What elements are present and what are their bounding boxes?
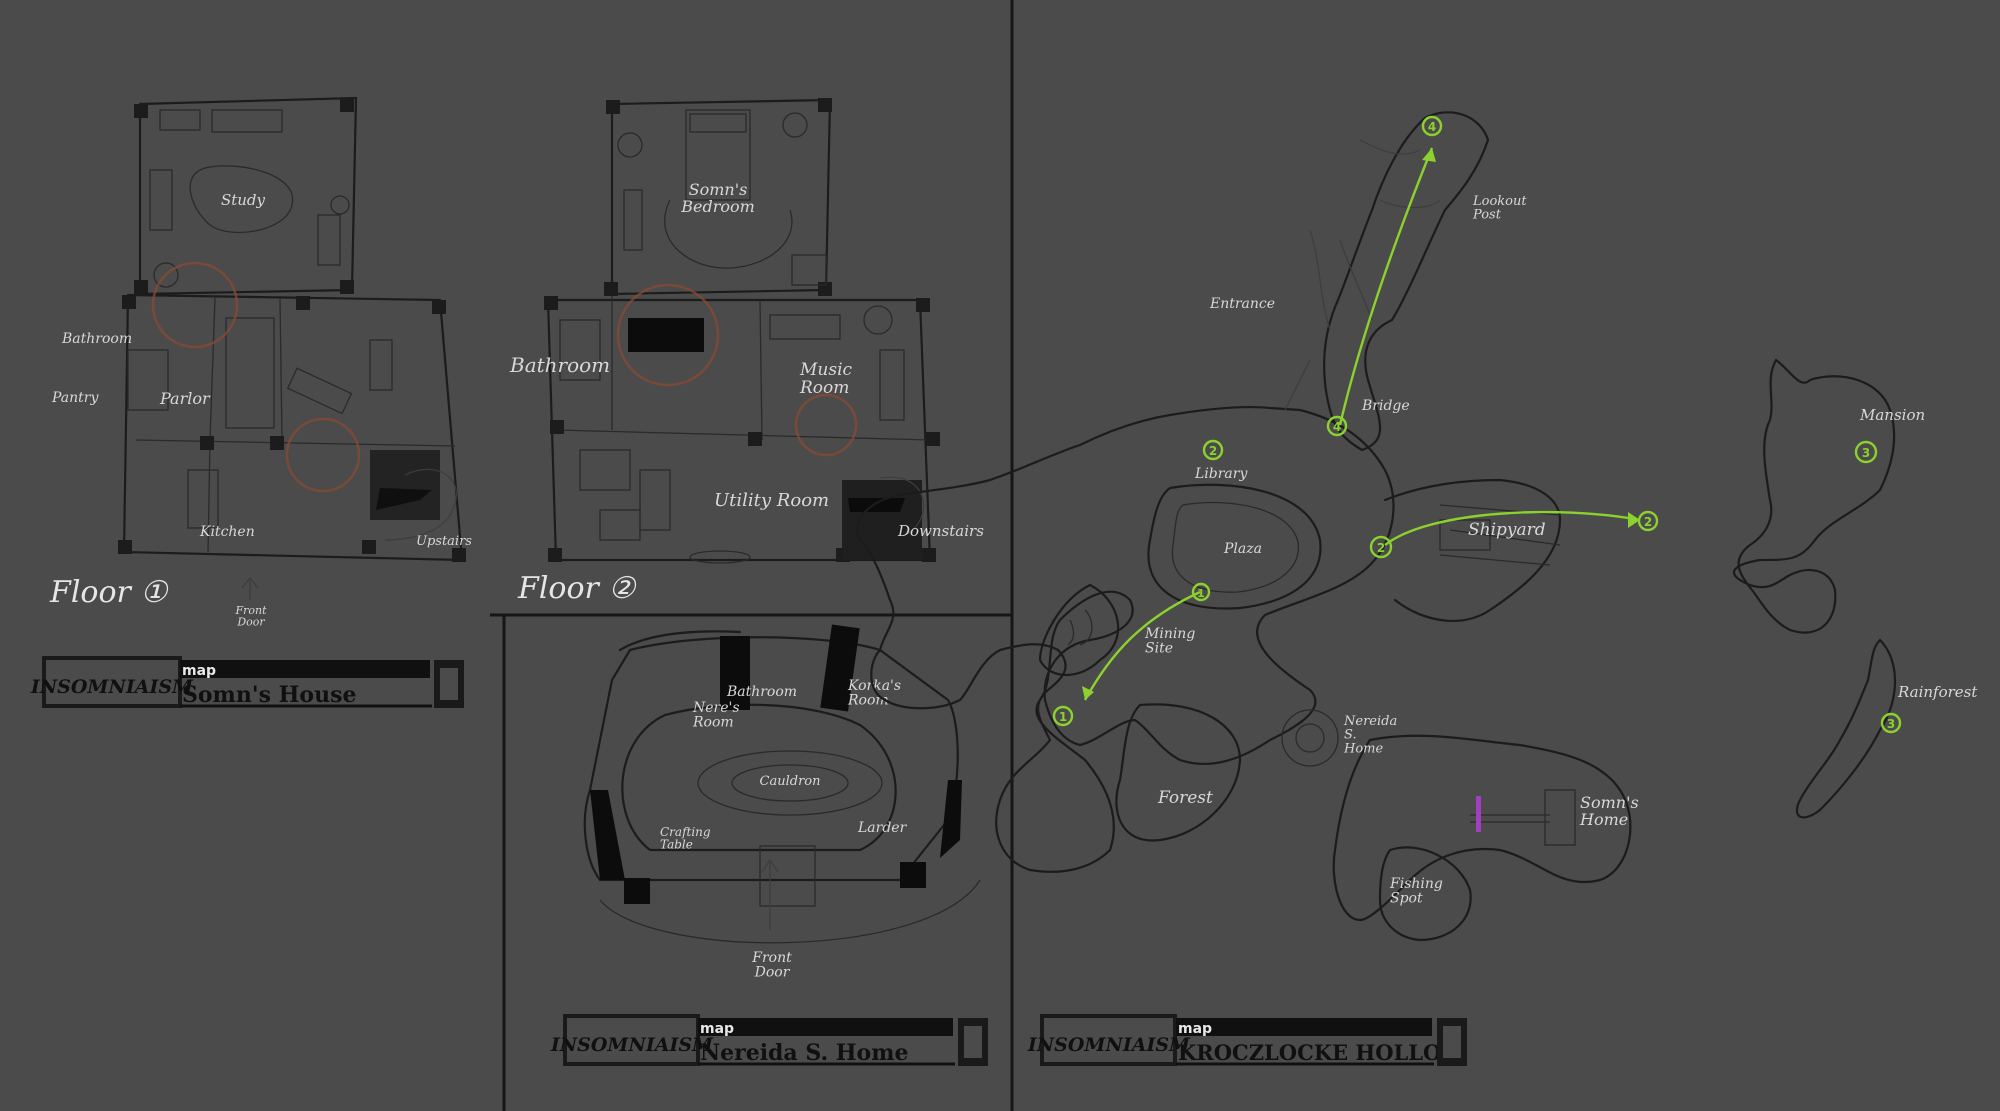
room-label-utility: Utility Room [714,490,829,511]
hollow-banner: INSOMNIAISM map KROCZLOCKE HOLLOW [1027,1014,1467,1066]
panel-dividers [490,0,1014,1111]
place-bridge: Bridge [1361,398,1410,414]
place-forest: Forest [1157,788,1213,808]
marker-2-library: 2 [1209,444,1217,458]
room-label-bathroom-2: Bathroom [509,353,610,377]
place-plaza: Plaza [1223,541,1262,557]
room-label-pantry: Pantry [51,390,99,406]
nereida-banner-logo: INSOMNIAISM [550,1034,714,1056]
marker-1-start: 1 [1197,587,1205,600]
house-banner: INSOMNIAISM map Somn's House [30,656,464,708]
nereida-banner-small: map [700,1021,734,1037]
marker-4-top: 4 [1428,120,1436,134]
place-library: Library [1194,466,1248,482]
place-shipyard: Shipyard [1468,520,1546,540]
room-label-parlor: Parlor [159,389,211,408]
hollow-banner-logo: INSOMNIAISM [1027,1034,1191,1056]
room-label-study: Study [221,191,266,209]
floor2-title: Floor ② [517,571,637,606]
marker-4-bridge: 4 [1333,420,1341,434]
nereida-banner: INSOMNIAISM map Nereida S. Home [550,1014,988,1066]
house-banner-logo: INSOMNIAISM [30,676,194,698]
room-label-kitchen: Kitchen [199,524,255,540]
marker-2-shipyard: 2 [1644,515,1652,529]
house-banner-small: map [182,663,216,679]
room-label-bathroom: Bathroom [61,331,132,347]
room-label-upstairs: Upstairs [416,534,472,549]
route-markers: 4 4 2 2 2 1 1 3 3 [1052,115,1902,734]
house-banner-title: Somn's House [182,682,356,708]
hollow-banner-small: map [1178,1021,1212,1037]
nereida-room-bathroom: Bathroom [726,684,797,700]
hollow-banner-title: KROCZLOCKE HOLLOW [1178,1040,1465,1065]
house-floor1-plan: Study Bathroom Pantry Parlor Kitchen Ups… [49,96,472,629]
place-rainforest: Rainforest [1897,683,1978,701]
floor1-title: Floor ① [49,575,169,610]
nereida-room-larder: Larder [857,820,908,836]
nereida-banner-title: Nereida S. Home [700,1040,909,1066]
marker-3-rainforest: 3 [1887,717,1895,731]
nereida-room-cauldron: Cauldron [760,774,821,789]
marker-3-mansion: 3 [1862,446,1870,460]
marker-1-end: 1 [1059,710,1067,724]
room-label-downstairs: Downstairs [897,522,984,540]
place-mansion: Mansion [1859,406,1925,424]
marker-2-plaza: 2 [1377,541,1385,555]
place-entrance: Entrance [1209,296,1275,312]
